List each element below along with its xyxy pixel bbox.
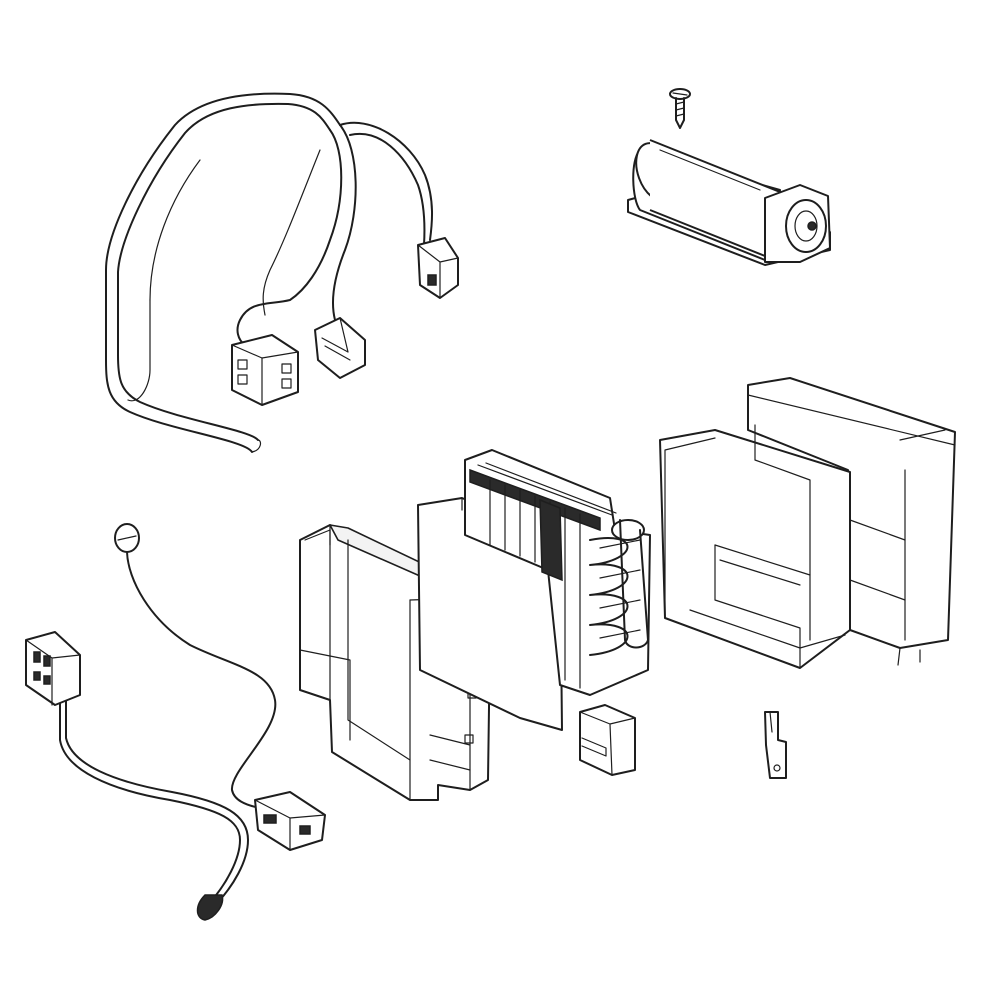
evaporator-coil bbox=[464, 449, 651, 696]
evaporator-fan-motor bbox=[627, 139, 831, 266]
evaporator-cover bbox=[659, 377, 956, 669]
harness-connector-left bbox=[231, 334, 299, 406]
mounting-screw bbox=[669, 88, 691, 129]
defrost-heater-harness bbox=[105, 92, 459, 453]
harness-connector-right bbox=[417, 237, 459, 299]
harness-connector-middle bbox=[314, 317, 366, 379]
sensor-connector-left bbox=[25, 631, 81, 706]
temperature-sensor bbox=[25, 523, 326, 921]
mounting-clip bbox=[764, 711, 787, 779]
sensor-connector-lower bbox=[254, 791, 326, 851]
foam-block bbox=[579, 704, 636, 776]
